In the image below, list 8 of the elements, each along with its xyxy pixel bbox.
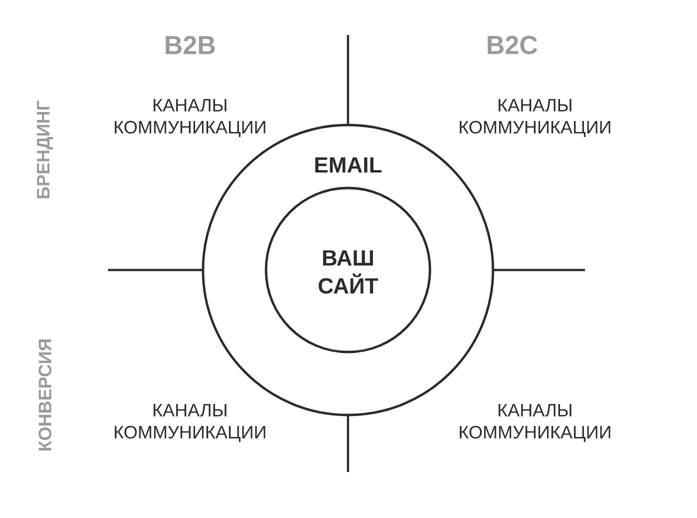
channel-label: КАНАЛЫ КОММУНИКАЦИИ xyxy=(114,99,266,137)
column-heading: B2C xyxy=(488,36,538,54)
channel-label: КАНАЛЫ КОММУНИКАЦИИ xyxy=(114,404,266,442)
channel-label: КАНАЛЫ КОММУНИКАЦИИ xyxy=(460,404,610,442)
row-heading: КОНВЕРСИЯ xyxy=(38,339,52,450)
channel-label: КАНАЛЫ КОММУНИКАЦИИ xyxy=(460,99,610,137)
row-heading: БРЕНДИНГ xyxy=(37,100,53,198)
column-heading: B2B xyxy=(166,36,215,54)
